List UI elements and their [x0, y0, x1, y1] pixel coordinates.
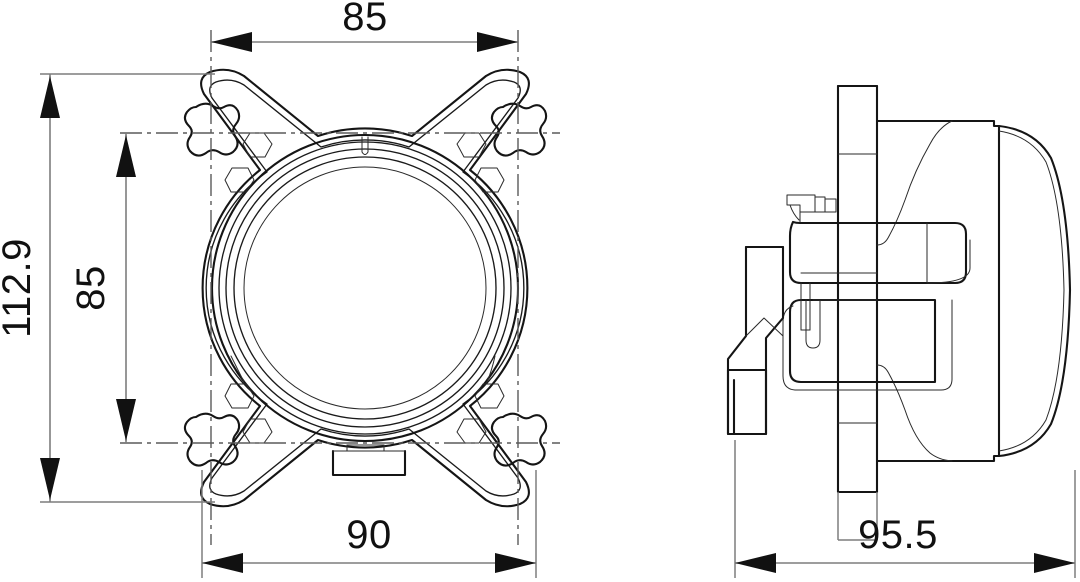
- dim-label-overall-height: 112.9: [0, 238, 39, 338]
- connector-upper-shell-outer-2: [926, 239, 971, 284]
- dim-label-top-width: 85: [342, 0, 388, 39]
- connector-slot: [805, 299, 821, 349]
- arrow-right-bottom-width: [495, 553, 536, 573]
- dim-label-bottom-width: 90: [346, 513, 392, 557]
- arrow-left-bottom-width: [202, 553, 243, 573]
- connector-lower-shell-outer: [782, 299, 953, 391]
- dim-label-hole-pitch-vertical: 85: [69, 265, 113, 311]
- dimension-hole-pitch-vertical: 85: [69, 133, 136, 443]
- arrow-left-top-width: [211, 32, 252, 52]
- housing-body: [875, 119, 1001, 463]
- body-rib-left: [230, 355, 245, 383]
- housing-inner-step-top: [876, 120, 953, 246]
- lens-bezel-circle: [233, 156, 497, 420]
- lamp-body-mid-ring: [218, 141, 512, 435]
- top-center-notch: [361, 136, 369, 155]
- mounting-hole-bottom-right: [490, 412, 548, 467]
- lens-profile: [997, 124, 1072, 458]
- cable-end-block: [726, 368, 768, 436]
- lens-circle: [243, 166, 487, 410]
- bottom-locating-tab: [331, 444, 407, 477]
- connector-lower-shell: [788, 298, 937, 384]
- arrow-right-side-depth: [1034, 553, 1075, 573]
- mounting-hole-top-left: [183, 102, 241, 157]
- side-view: [726, 84, 1076, 578]
- dimension-top-width: 85: [211, 0, 518, 52]
- mounting-hole-bottom-left: [183, 412, 241, 467]
- bracket-outer-outline: [200, 68, 530, 508]
- connector-upper-shell: [788, 220, 968, 285]
- arrow-top-overall-height: [40, 76, 60, 118]
- lens-profile-inner: [998, 130, 1065, 452]
- arrow-bottom-hole-pitch: [116, 399, 136, 441]
- arrow-left-side-depth: [735, 553, 776, 573]
- housing-inner-step-bottom: [876, 364, 953, 462]
- body-rib-right: [486, 355, 496, 383]
- arrow-top-hole-pitch: [116, 135, 136, 177]
- arrow-right-top-width: [477, 32, 518, 52]
- lamp-body-inner-ring: [225, 148, 505, 428]
- dimension-side-depth: 95.5: [735, 513, 1075, 573]
- front-view: [40, 30, 560, 578]
- mounting-hole-top-right: [490, 102, 548, 157]
- dimension-bottom-width: 90: [202, 513, 536, 573]
- dim-label-side-depth: 95.5: [858, 513, 938, 557]
- connector-terminal: [786, 194, 837, 223]
- connector-cable-boot: [726, 245, 785, 436]
- arrow-bottom-overall-height: [40, 458, 60, 500]
- dimension-overall-height: 112.9: [0, 74, 60, 502]
